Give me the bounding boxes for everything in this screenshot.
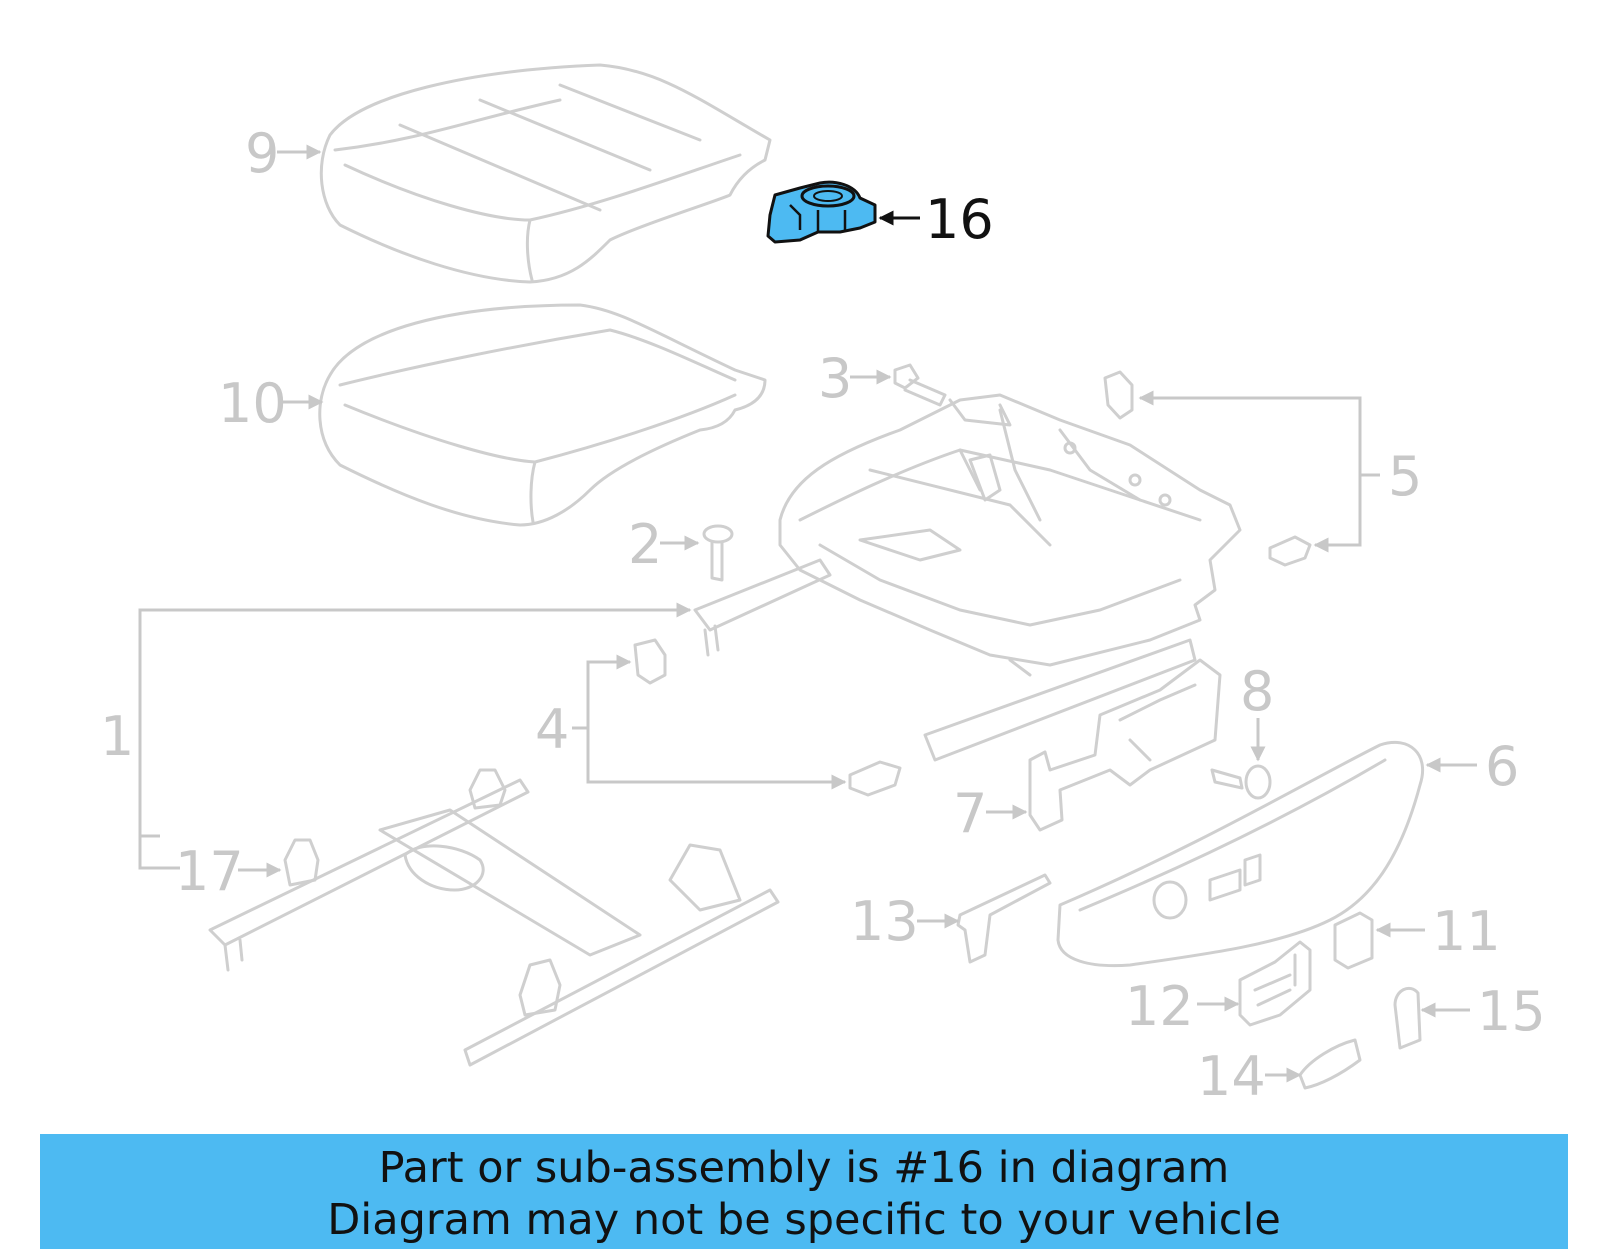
callout-7: 7 — [953, 782, 987, 845]
part-13 — [956, 873, 1052, 964]
side-shield-6 — [1056, 740, 1425, 968]
clip-4-top — [633, 638, 667, 685]
callout-10: 10 — [218, 372, 287, 435]
switch-12 — [1238, 940, 1312, 1027]
screw-8 — [1210, 764, 1272, 800]
part-16-bracket — [766, 180, 877, 244]
callout-3: 3 — [818, 347, 852, 410]
callout-13: 13 — [850, 890, 919, 953]
banner-line-1: Part or sub-assembly is #16 in diagram — [378, 1143, 1230, 1193]
callout-11: 11 — [1432, 900, 1501, 963]
callout-1: 1 — [100, 705, 134, 768]
clip-5-top — [1103, 370, 1134, 420]
callout-6: 6 — [1485, 735, 1519, 798]
callout-5: 5 — [1388, 445, 1422, 508]
screw-2 — [702, 524, 734, 582]
part-11 — [1333, 911, 1374, 970]
info-banner: Part or sub-assembly is #16 in diagram D… — [40, 1134, 1568, 1249]
knob-15 — [1393, 986, 1422, 1050]
seat-cushion-pad — [318, 303, 767, 527]
knob-14 — [1298, 1038, 1362, 1090]
seat-track-17 — [208, 768, 780, 1067]
callout-9: 9 — [245, 122, 279, 185]
leader-lines — [138, 144, 1477, 1083]
callout-14: 14 — [1197, 1045, 1266, 1108]
clip-4-bottom — [848, 760, 902, 797]
bracket-7 — [1028, 658, 1222, 832]
seat-cushion-cover — [319, 63, 772, 284]
clip-5-bottom — [1268, 535, 1312, 567]
callout-4: 4 — [535, 698, 569, 761]
banner-line-2: Diagram may not be specific to your vehi… — [327, 1195, 1281, 1245]
seat-frame — [693, 393, 1242, 762]
callout-16: 16 — [925, 188, 994, 251]
callout-8: 8 — [1240, 660, 1274, 723]
bolt-3 — [893, 363, 947, 407]
callout-17: 17 — [175, 840, 244, 903]
callout-12: 12 — [1125, 975, 1194, 1038]
callout-2: 2 — [628, 513, 662, 576]
callout-15: 15 — [1477, 980, 1546, 1043]
